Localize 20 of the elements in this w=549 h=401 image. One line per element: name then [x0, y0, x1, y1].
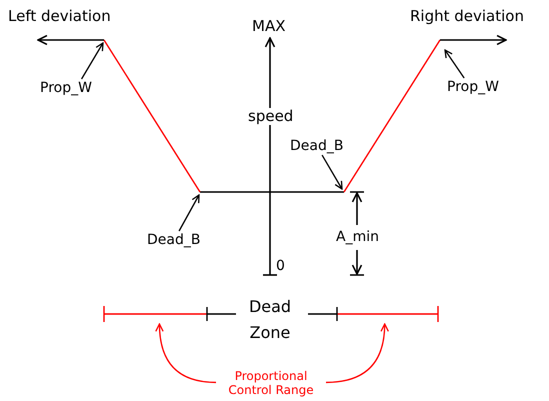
annotation-text: Prop_W	[40, 80, 92, 96]
annotation-text: Dead_B	[290, 138, 344, 154]
curved-arrow	[326, 323, 389, 384]
axis-label: speed	[248, 108, 294, 126]
axis-label: 0	[276, 258, 285, 274]
leader-line	[81, 42, 104, 80]
annotation-text: Dead_B	[147, 232, 200, 248]
range-bar	[103, 305, 237, 323]
leader-line	[322, 154, 343, 190]
deviation-label: Left deviation	[8, 8, 111, 26]
leader-line	[178, 194, 200, 232]
deviation-label: Right deviation	[410, 8, 524, 26]
dimension-label: A_min	[336, 229, 379, 246]
annotation-text: Proportional Control Range	[216, 370, 326, 398]
zone-label: Dead Zone	[248, 296, 292, 344]
range-bar	[307, 305, 439, 323]
axis-label: MAX	[252, 18, 286, 36]
curved-arrow	[155, 323, 216, 384]
annotation-text: Prop_W	[447, 79, 499, 96]
leader-line	[444, 49, 465, 78]
